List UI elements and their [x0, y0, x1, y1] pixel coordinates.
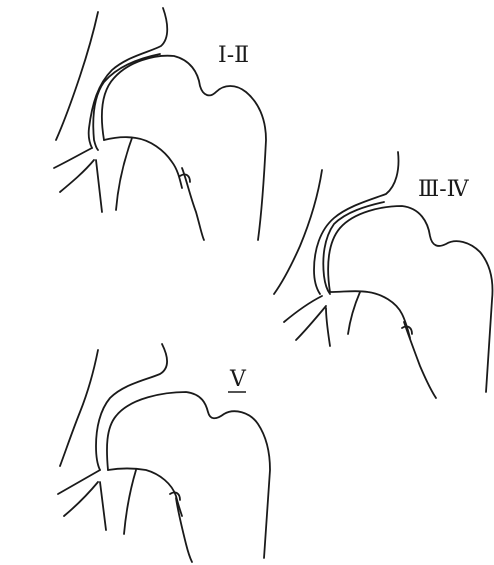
acetabulum-outline [314, 152, 399, 294]
ischium-line-3 [100, 482, 106, 530]
panel-grade-1-2: I-Ⅱ [54, 8, 266, 240]
lesser-trochanter [182, 168, 204, 240]
pelvis-wall [56, 12, 98, 140]
ischium-line-1 [58, 470, 100, 494]
ischium-line-1 [54, 148, 92, 168]
femoral-head [328, 206, 492, 392]
pelvis-wall [60, 350, 98, 466]
ischium-line-2 [60, 160, 94, 192]
panel-grade-5: Ⅴ [58, 344, 270, 562]
femoral-neck-lower [330, 291, 410, 338]
joint-space-line [323, 202, 384, 294]
lesser-trochanter [176, 498, 192, 562]
acetabulum-outline [89, 8, 168, 148]
femoral-head [102, 56, 266, 240]
ischium-line-3 [96, 160, 102, 212]
femoral-head [107, 392, 270, 558]
panel-grade-3-4: Ⅲ-Ⅳ [274, 152, 493, 398]
grade-label: Ⅴ [229, 367, 247, 392]
grade-label: Ⅲ-Ⅳ [418, 177, 470, 202]
femoral-neck-lower [104, 137, 182, 188]
grade-label: I-Ⅱ [218, 43, 249, 68]
lesser-trochanter [404, 322, 436, 398]
ischium-line-3 [326, 308, 330, 346]
ischium-line-2 [296, 306, 326, 340]
shaft-medial [116, 138, 132, 210]
shaft-medial [348, 292, 360, 334]
femoral-neck-lower [108, 469, 182, 517]
shaft-medial [124, 470, 136, 534]
